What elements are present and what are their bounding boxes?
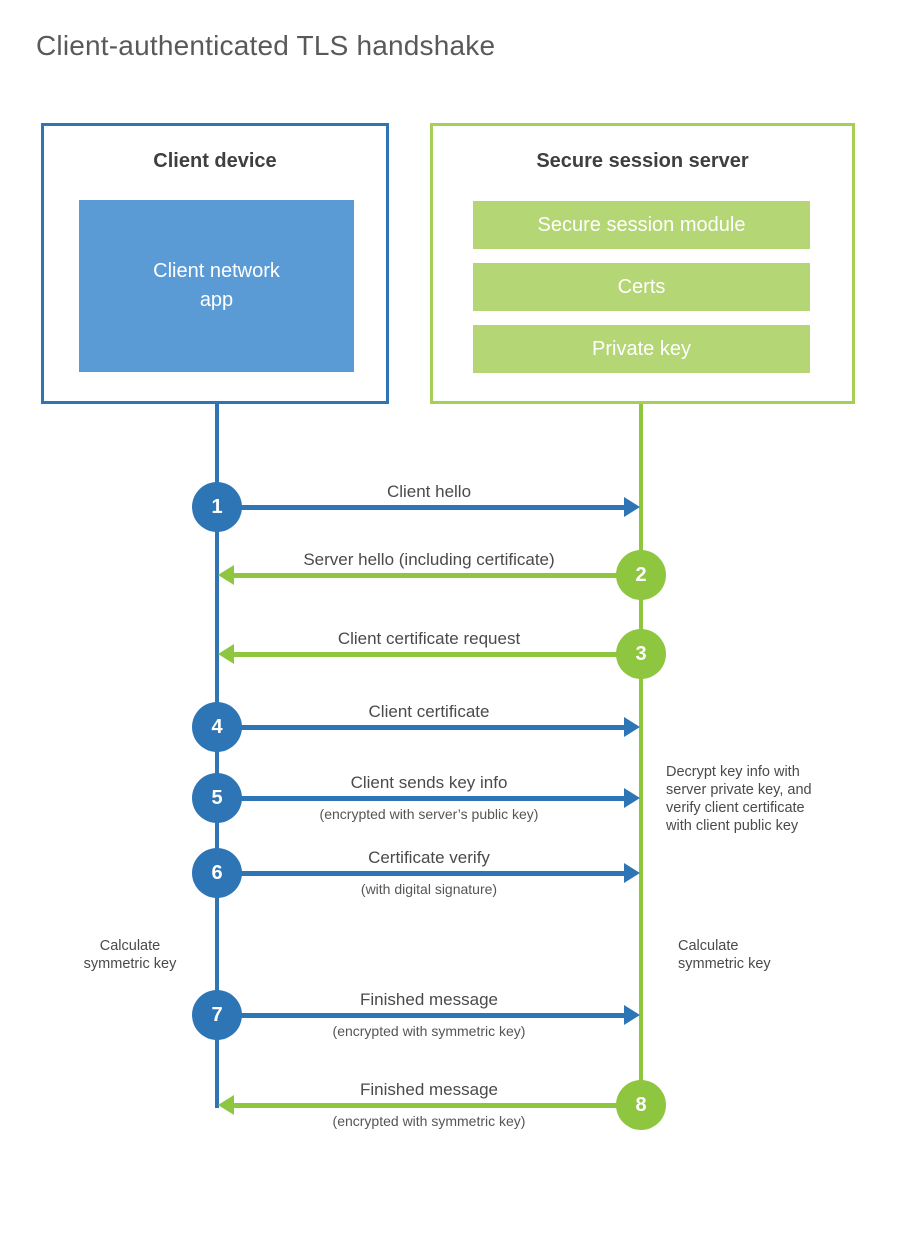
- arrow-line: [234, 652, 618, 657]
- step-3-label: Client certificate request: [337, 629, 521, 648]
- arrow-head-icon: [624, 863, 640, 883]
- step-6-badge: 6: [192, 848, 242, 898]
- step-8-sublabel: (encrypted with symmetric key): [332, 1113, 526, 1129]
- calculate-symmetric-key-note-client: Calculate symmetric key: [83, 938, 177, 972]
- server-lifeline: [639, 404, 643, 1105]
- step-6-label: Certificate verify: [368, 848, 490, 867]
- step-7-badge: 7: [192, 990, 242, 1040]
- step-number: 3: [635, 642, 647, 665]
- step-number: 2: [635, 563, 647, 586]
- step-2-server-hello: 2 Server hello (including certificate): [192, 550, 666, 600]
- step-5-label: Client sends key info: [350, 773, 508, 792]
- decrypt-key-info-note: Decrypt key info with server private key…: [666, 764, 812, 834]
- step-8-badge: 8: [616, 1080, 666, 1130]
- arrow-line: [240, 796, 624, 801]
- step-8-label: Finished message: [360, 1080, 498, 1099]
- page-title: Client-authenticated TLS handshake: [36, 30, 496, 61]
- secure-session-server-title: Secure session server: [536, 150, 749, 172]
- client-lifeline: [215, 404, 219, 1108]
- certs-bar: Certs: [473, 263, 810, 311]
- step-number: 1: [211, 495, 223, 518]
- arrow-head-icon: [624, 717, 640, 737]
- client-device-title: Client device: [153, 150, 277, 172]
- step-4-label: Client certificate: [368, 702, 490, 721]
- step-7-label: Finished message: [360, 990, 498, 1009]
- private-key-bar: Private key: [473, 325, 810, 373]
- step-5-sublabel: (encrypted with server’s public key): [319, 806, 539, 822]
- arrow-line: [240, 871, 624, 876]
- step-2-label: Server hello (including certificate): [303, 550, 555, 569]
- step-6-certificate-verify: 6 Certificate verify (with digital signa…: [192, 848, 666, 898]
- step-7-sublabel: (encrypted with symmetric key): [332, 1023, 526, 1039]
- step-1-badge: 1: [192, 482, 242, 532]
- step-5-client-sends-key-info: 5 Client sends key info (encrypted with …: [192, 773, 666, 823]
- arrow-head-icon: [218, 565, 234, 585]
- step-5-badge: 5: [192, 773, 242, 823]
- step-number: 7: [211, 1003, 223, 1026]
- secure-session-module-bar: Secure session module: [473, 201, 810, 249]
- arrow-head-icon: [218, 1095, 234, 1115]
- client-network-app-box: Client network app: [79, 200, 354, 372]
- arrow-line: [240, 725, 624, 730]
- step-number: 4: [211, 715, 223, 738]
- arrow-line: [240, 505, 624, 510]
- arrow-line: [240, 1013, 624, 1018]
- step-2-badge: 2: [616, 550, 666, 600]
- arrow-line: [234, 573, 618, 578]
- step-number: 8: [635, 1093, 647, 1116]
- arrow-head-icon: [218, 644, 234, 664]
- step-4-client-certificate: 4 Client certificate: [192, 702, 666, 752]
- arrow-head-icon: [624, 497, 640, 517]
- step-3-client-certificate-request: 3 Client certificate request: [192, 629, 666, 679]
- arrow-line: [234, 1103, 618, 1108]
- step-number: 6: [211, 861, 223, 884]
- step-8-finished-message: 8 Finished message (encrypted with symme…: [192, 1080, 666, 1130]
- calculate-symmetric-key-note-server: Calculate symmetric key: [678, 938, 771, 972]
- step-1-label: Client hello: [386, 482, 472, 501]
- step-number: 5: [211, 786, 223, 809]
- step-3-badge: 3: [616, 629, 666, 679]
- arrow-head-icon: [624, 1005, 640, 1025]
- arrow-head-icon: [624, 788, 640, 808]
- step-7-finished-message: 7 Finished message (encrypted with symme…: [192, 990, 666, 1040]
- step-4-badge: 4: [192, 702, 242, 752]
- step-1-client-hello: 1 Client hello: [192, 482, 666, 532]
- step-6-sublabel: (with digital signature): [360, 881, 498, 897]
